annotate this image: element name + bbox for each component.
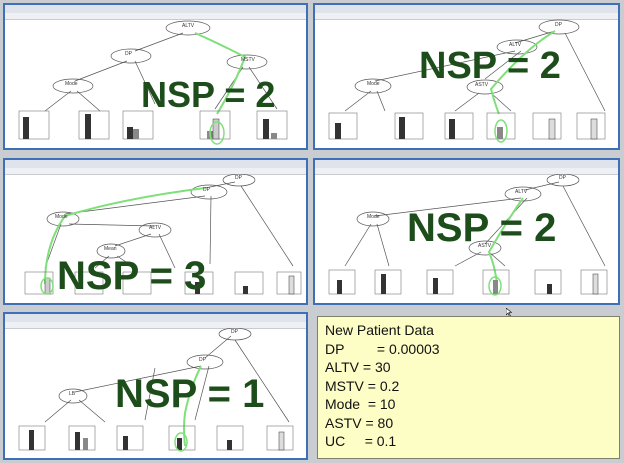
panel-title: New Patient Data (325, 322, 434, 338)
tree-window-1: ALTV DP MSTV Mode NSP = 2 (3, 3, 308, 150)
patient-fields-list: DP = 0.00003 ALTV = 30 MSTV = 0.2 Mode =… (325, 340, 612, 451)
field-name: DP (325, 340, 345, 357)
window-menubar[interactable] (5, 322, 306, 329)
svg-text:ALTV: ALTV (149, 225, 162, 231)
nsp-annotation: NSP = 3 (57, 254, 207, 298)
svg-text:ASTV: ASTV (475, 82, 489, 88)
field-value: = 0.2 (367, 377, 400, 394)
svg-text:DP: DP (231, 329, 239, 335)
svg-text:DP: DP (555, 22, 563, 28)
patient-field-row: DP = 0.00003 (325, 340, 612, 359)
field-name: ALTV (325, 359, 359, 375)
window-menubar[interactable] (5, 168, 306, 175)
svg-text:ASTV: ASTV (478, 243, 492, 249)
svg-text:Mode: Mode (367, 81, 380, 87)
svg-text:DP: DP (199, 357, 207, 363)
nsp-annotation: NSP = 1 (115, 372, 265, 416)
patient-field-row: UC = 0.1 (325, 432, 612, 451)
svg-text:DP: DP (235, 175, 243, 181)
tree-window-2: DP ALTV ASTV Mode NSP = 2 (313, 3, 620, 150)
field-name: Mode (325, 396, 361, 412)
decision-tree-plot: ALTV DP MSTV Mode (18, 20, 288, 145)
patient-field-row: ASTV = 80 (325, 414, 612, 433)
svg-text:DP: DP (125, 51, 133, 57)
nsp-annotation: NSP = 2 (419, 45, 561, 87)
field-value: = 0.00003 (376, 340, 440, 357)
decision-tree-plot: DP ALTV ASTV Mode (328, 19, 606, 143)
field-value: = 30 (362, 359, 391, 375)
nsp-annotation: NSP = 2 (141, 74, 276, 115)
nsp-annotation: NSP = 2 (407, 206, 557, 250)
window-menubar[interactable] (315, 168, 618, 175)
svg-text:ALTV: ALTV (509, 42, 522, 48)
decision-tree-plot: DP DP LB (18, 328, 294, 452)
patient-field-row: MSTV = 0.2 (325, 377, 612, 396)
svg-text:ALTV: ALTV (515, 189, 528, 195)
svg-text:Mode: Mode (367, 214, 380, 220)
field-name: MSTV (325, 377, 364, 394)
svg-text:ALTV: ALTV (182, 23, 195, 29)
svg-text:DP: DP (203, 187, 211, 193)
patient-field-row: Mode = 10 (325, 395, 612, 414)
tree-window-5: DP DP LB NSP = 1 (3, 312, 308, 460)
window-menubar[interactable] (315, 13, 618, 20)
patient-field-row: ALTV = 30 (325, 358, 612, 377)
field-value: = 10 (367, 396, 396, 412)
new-patient-data-panel: New Patient Data DP = 0.00003 ALTV = 30 … (317, 316, 620, 459)
field-value: = 80 (365, 414, 394, 431)
field-name: ASTV (325, 414, 362, 431)
svg-text:LB: LB (69, 391, 76, 397)
window-menubar[interactable] (5, 13, 306, 20)
svg-text:Mode: Mode (65, 81, 78, 87)
svg-text:MSTV: MSTV (241, 57, 256, 63)
svg-text:DP: DP (559, 175, 567, 181)
svg-text:Mode: Mode (55, 214, 68, 220)
svg-text:Mean: Mean (104, 246, 117, 252)
field-name: UC (325, 433, 346, 449)
field-value: = 0.1 (364, 433, 397, 449)
